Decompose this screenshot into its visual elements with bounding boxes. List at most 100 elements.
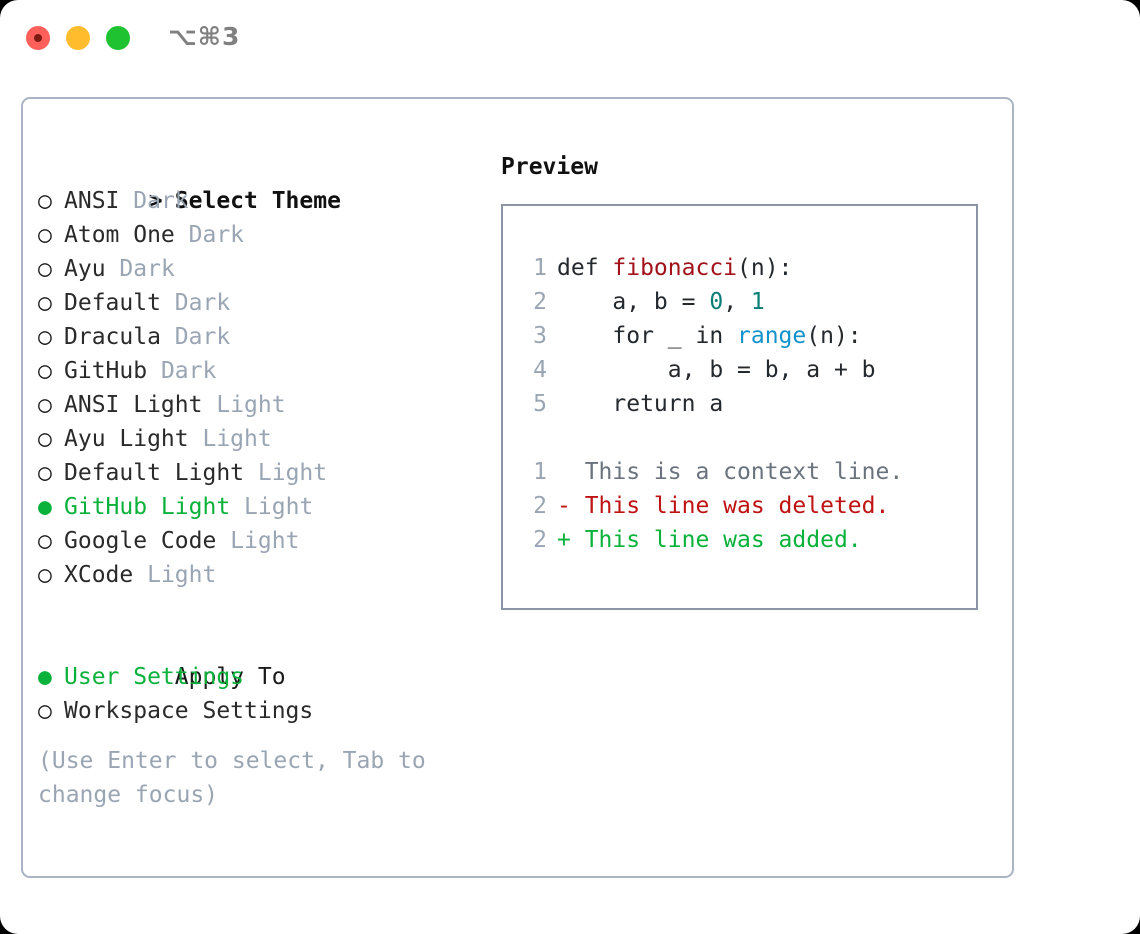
theme-variant-label: Dark [188, 222, 245, 248]
theme-name-label: Default [64, 290, 161, 316]
theme-list-item[interactable]: ○ Atom One Dark [38, 218, 478, 252]
radio-unselected-icon[interactable]: ○ [38, 256, 66, 282]
radio-unselected-icon[interactable]: ○ [38, 290, 66, 316]
code-token: 0 [709, 289, 724, 315]
theme-list-item[interactable]: ○ ANSI Dark [38, 184, 478, 218]
code-line: 5 return a [521, 387, 968, 421]
line-number: 2 [533, 289, 547, 315]
theme-list-heading-label: Select Theme [174, 188, 341, 214]
code-line: 2 a, b = 0, 1 [521, 285, 968, 319]
theme-list-item[interactable]: ○ Default Dark [38, 286, 478, 320]
theme-list-item[interactable]: ○ ANSI Light Light [38, 388, 478, 422]
apply-to-heading-label: Apply To [174, 664, 286, 690]
radio-unselected-icon[interactable]: ○ [38, 528, 66, 554]
radio-unselected-icon[interactable]: ○ [38, 188, 66, 214]
theme-variant-label: Dark [174, 324, 231, 350]
theme-list-item[interactable]: ○ Google Code Light [38, 524, 478, 558]
section-spacer [38, 592, 478, 626]
code-token: def [557, 255, 613, 281]
theme-variant-label: Light [257, 460, 328, 486]
theme-list-item[interactable]: ● GitHub Light Light [38, 490, 478, 524]
preview-title: Preview [501, 154, 598, 180]
code-token: for _ in [557, 323, 738, 349]
theme-list-item[interactable]: ○ Ayu Dark [38, 252, 478, 286]
preview-column: Preview [501, 150, 1001, 184]
theme-list-item[interactable]: ○ Dracula Dark [38, 320, 478, 354]
code-token: range [737, 323, 807, 349]
radio-unselected-icon[interactable]: ○ [38, 562, 66, 588]
radio-unselected-icon[interactable]: ○ [38, 222, 66, 248]
theme-name-label: ANSI [64, 188, 120, 214]
theme-name-label: GitHub [64, 358, 148, 384]
theme-variant-label: Light [147, 562, 217, 588]
apply-to-label: Workspace Settings [64, 698, 314, 724]
keyboard-shortcut-label: ⌥⌘3 [168, 22, 241, 51]
radio-unselected-icon[interactable]: ○ [38, 324, 66, 350]
code-token: a, b = [557, 289, 710, 315]
theme-variant-label: Light [244, 494, 314, 520]
theme-name-label: GitHub Light [64, 494, 231, 520]
apply-to-label: User Settings [64, 664, 245, 690]
apply-to-item[interactable]: ● User Settings [38, 660, 478, 694]
code-token: (n): [806, 323, 862, 349]
line-number: 1 [533, 255, 547, 281]
apply-to-list: ● User Settings○ Workspace Settings [38, 660, 478, 728]
diff-line-text: This is a context line. [557, 459, 904, 485]
radio-unselected-icon[interactable]: ○ [38, 426, 66, 452]
theme-name-label: Dracula [64, 324, 161, 350]
line-number: 1 [533, 459, 547, 485]
line-number: 4 [533, 357, 547, 383]
radio-selected-icon[interactable]: ● [38, 664, 66, 690]
prompt-caret-icon: > [148, 188, 177, 214]
diff-line: 2 - This line was deleted. [521, 489, 968, 523]
diff-line: 1 This is a context line. [521, 455, 968, 489]
code-token: , [723, 289, 751, 315]
code-token: 1 [750, 289, 765, 315]
close-window-button[interactable] [26, 26, 50, 50]
diff-line-text: + This line was added. [557, 527, 862, 553]
theme-variant-label: Dark [133, 188, 189, 214]
diff-line-text: - This line was deleted. [557, 493, 890, 519]
theme-list-item[interactable]: ○ XCode Light [38, 558, 478, 592]
theme-list-item[interactable]: ○ Ayu Light Light [38, 422, 478, 456]
theme-name-label: Ayu [64, 256, 106, 282]
theme-variant-label: Light [230, 528, 300, 554]
maximize-window-button[interactable] [106, 26, 130, 50]
theme-list-item[interactable]: ○ Default Light Light [38, 456, 478, 490]
theme-name-label: Default Light [64, 460, 245, 486]
radio-unselected-icon[interactable]: ○ [38, 358, 66, 384]
theme-name-label: XCode [64, 562, 134, 588]
theme-list-heading: > Select Theme [38, 150, 478, 214]
radio-unselected-icon[interactable]: ○ [38, 460, 66, 486]
radio-unselected-icon[interactable]: ○ [38, 698, 66, 724]
theme-variant-label: Light [202, 426, 272, 452]
code-token: return a [557, 391, 724, 417]
theme-name-label: ANSI Light [64, 392, 203, 418]
line-number: 5 [533, 391, 547, 417]
theme-list-item[interactable]: ○ GitHub Dark [38, 354, 478, 388]
radio-selected-icon[interactable]: ● [38, 494, 66, 520]
theme-variant-label: Dark [174, 290, 231, 316]
title-bar: ⌥⌘3 [0, 0, 1140, 78]
radio-unselected-icon[interactable]: ○ [38, 392, 66, 418]
main-panel: > Select Theme ○ ANSI Dark○ Atom One Dar… [21, 97, 1014, 878]
preview-divider-space [521, 421, 968, 455]
line-number: 2 [533, 527, 547, 553]
minimize-window-button[interactable] [66, 26, 90, 50]
diff-line: 2 + This line was added. [521, 523, 968, 557]
apply-to-item[interactable]: ○ Workspace Settings [38, 694, 478, 728]
code-token: (n): [737, 255, 793, 281]
code-line: 3 for _ in range(n): [521, 319, 968, 353]
theme-name-label: Ayu Light [64, 426, 189, 452]
code-line: 4 a, b = b, a + b [521, 353, 968, 387]
theme-selection-column: > Select Theme ○ ANSI Dark○ Atom One Dar… [38, 150, 478, 728]
theme-name-label: Atom One [64, 222, 175, 248]
line-number: 2 [533, 493, 547, 519]
theme-variant-label: Dark [160, 358, 217, 384]
theme-variant-label: Dark [119, 256, 175, 282]
code-token: a, b = b, a + b [557, 357, 876, 383]
theme-list: ○ ANSI Dark○ Atom One Dark○ Ayu Dark○ De… [38, 184, 478, 592]
line-number: 3 [533, 323, 547, 349]
apply-to-heading: Apply To [38, 626, 478, 690]
